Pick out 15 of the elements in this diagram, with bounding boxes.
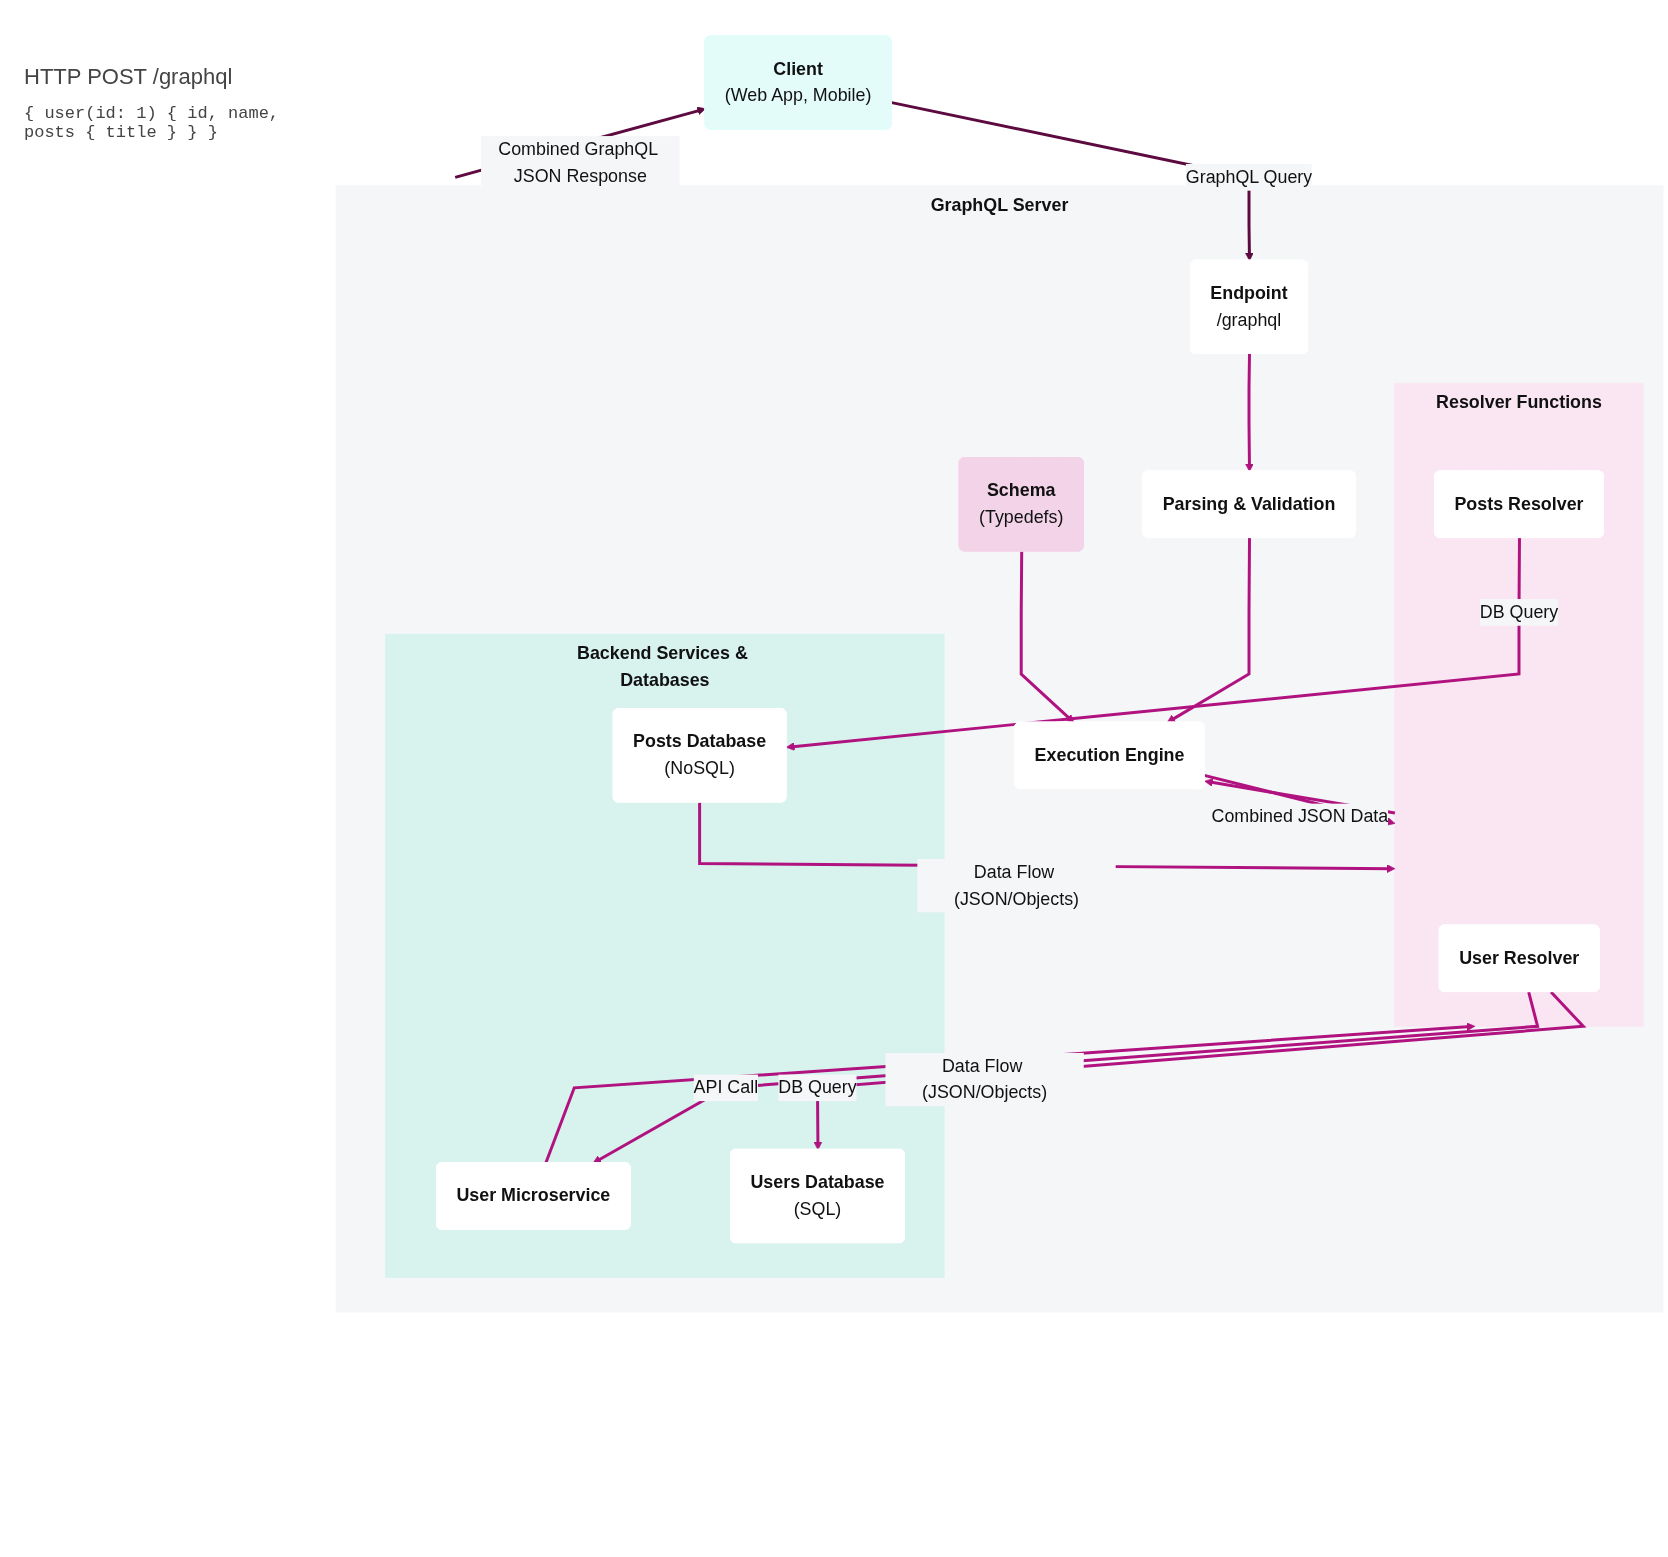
arrow bbox=[698, 802, 1396, 873]
edge-label: Combined GraphQL JSON Response bbox=[498, 139, 658, 186]
request-line-text: HTTP POST /graphql bbox=[24, 64, 233, 90]
arrow bbox=[1245, 353, 1254, 472]
edge-label: API Call bbox=[693, 1077, 759, 1098]
edge-label: Combined JSON Data bbox=[1211, 806, 1389, 827]
arrow bbox=[1019, 551, 1075, 723]
query-code: { user(id: 1) { id, name, posts { title } } } bbox=[24, 104, 281, 142]
edge-label: DB Query bbox=[1479, 602, 1559, 622]
edge-label: DB Query bbox=[778, 1077, 857, 1098]
arrow bbox=[786, 538, 1521, 751]
arrow bbox=[544, 1022, 1476, 1164]
arrow bbox=[1166, 538, 1251, 723]
edge-label: GraphQL Query bbox=[1185, 166, 1313, 187]
edge-label: Data Flow (JSON/Objects) bbox=[953, 861, 1080, 909]
